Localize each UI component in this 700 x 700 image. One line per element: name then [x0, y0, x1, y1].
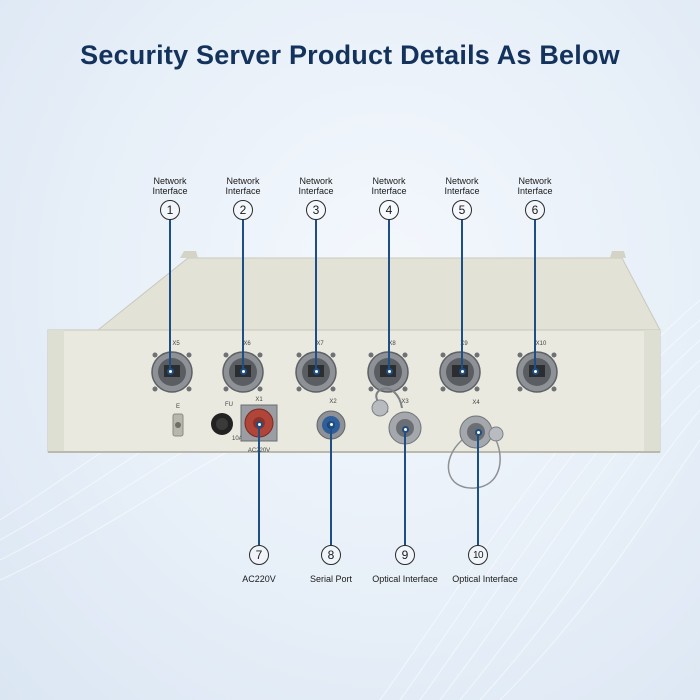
callout-dot-9 — [401, 426, 409, 433]
callout-dot-3 — [312, 368, 320, 375]
callout-number-9: 9 — [395, 545, 415, 565]
callout-label-10: Optical Interface — [452, 574, 518, 584]
callout-dot-8 — [327, 421, 335, 428]
port-tag-x7: X7 — [316, 341, 324, 347]
callout-number-10: 10 — [468, 545, 488, 565]
callout-line-4 — [388, 219, 390, 371]
port-tag-x9: X9 — [460, 341, 468, 347]
port-tag-x10: X10 — [536, 341, 547, 347]
callout-dot-4 — [385, 368, 393, 375]
callout-line-1 — [169, 219, 171, 371]
ground-label: E — [176, 404, 180, 410]
callout-dot-1 — [166, 368, 174, 375]
callout-line-3 — [315, 219, 317, 371]
port-tag-x8: X8 — [388, 341, 396, 347]
callout-number-4: 4 — [379, 200, 399, 220]
callout-dot-7 — [255, 421, 263, 428]
callout-label-7: AC220V — [242, 574, 276, 584]
callout-number-6: 6 — [525, 200, 545, 220]
callout-dot-2 — [239, 368, 247, 375]
fuse-label: FU — [225, 402, 233, 408]
callout-label-9: Optical Interface — [372, 574, 438, 584]
fuse-rating: 10A — [232, 436, 243, 442]
callout-number-1: 1 — [160, 200, 180, 220]
optical-a-tag: X3 — [401, 399, 409, 405]
power-tag: X1 — [255, 397, 263, 403]
callout-number-8: 8 — [321, 545, 341, 565]
callout-number-5: 5 — [452, 200, 472, 220]
callout-dot-6 — [531, 368, 539, 375]
port-tag-x6: X6 — [243, 341, 251, 347]
callout-line-10 — [477, 433, 479, 545]
callout-line-5 — [461, 219, 463, 371]
callout-line-6 — [534, 219, 536, 371]
fuse-holder: FU 10A — [211, 402, 243, 442]
port-tag-x5: X5 — [172, 341, 180, 347]
callout-dot-5 — [458, 368, 466, 375]
ground-terminal: E — [172, 404, 184, 437]
callout-number-3: 3 — [306, 200, 326, 220]
callout-label-8: Serial Port — [309, 574, 353, 584]
callout-line-9 — [404, 430, 406, 545]
callout-number-2: 2 — [233, 200, 253, 220]
serial-tag: X2 — [329, 399, 337, 405]
callout-dot-10 — [474, 429, 482, 436]
callout-line-8 — [330, 425, 332, 545]
callout-line-2 — [242, 219, 244, 371]
callout-number-7: 7 — [249, 545, 269, 565]
page-title: Security Server Product Details As Below — [80, 40, 620, 70]
optical-b-tag: X4 — [472, 400, 480, 406]
callout-line-7 — [258, 425, 260, 545]
